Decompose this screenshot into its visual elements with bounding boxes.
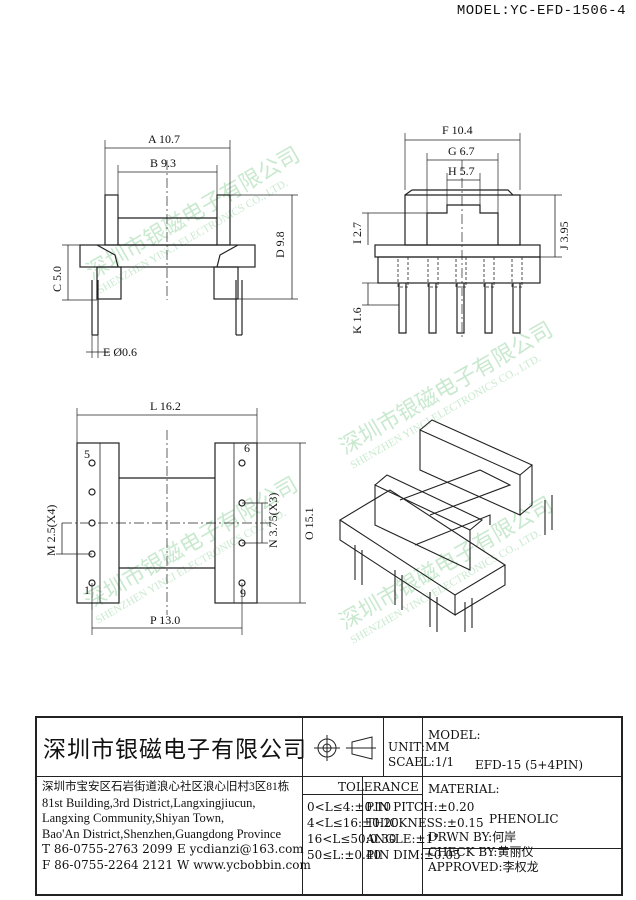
pin-spec-item: PIN DIM:±0.05: [366, 848, 461, 862]
dim-e: E Ø0.6: [103, 345, 137, 359]
model-number: MODEL:YC-EFD-1506-4: [456, 3, 626, 19]
projection-symbol-icon: [310, 728, 380, 768]
dim-l: L 16.2: [150, 399, 181, 413]
pin-label-6: 6: [244, 441, 250, 455]
dim-m: M 2.5(X4): [44, 505, 58, 556]
scale: SCAEL:1/1: [388, 755, 455, 769]
model-label: MODEL:: [428, 728, 481, 742]
dim-h: H 5.7: [448, 164, 475, 178]
watermark-group: 深圳市银磁电子有限公司 SHENZHEN YINCI ELECTRONICS C…: [80, 142, 557, 647]
dim-f: F 10.4: [442, 123, 473, 137]
technical-drawing: 深圳市银磁电子有限公司 SHENZHEN YINCI ELECTRONICS C…: [44, 123, 571, 647]
company-name: 深圳市银磁电子有限公司: [43, 737, 307, 763]
pin-spec-item: ANGLE:±1°: [366, 832, 440, 846]
watermark-cn: 深圳市银磁电子有限公司: [82, 142, 304, 285]
dim-p: P 13.0: [150, 613, 180, 627]
pin-spec-list: PIN PITCH:±0.20 THICKNESS:±0.15 ANGLE:±1…: [366, 799, 484, 863]
checked-by: CHECK BY:黄丽仪: [428, 845, 534, 859]
dim-i: I 2.7: [350, 222, 364, 244]
address-en-line2: Langxing Community,Shiyan Town,: [42, 811, 225, 825]
tolerance-title: TOLERANCE: [338, 780, 419, 794]
isometric-view: [338, 419, 553, 632]
dim-k: K 1.6: [350, 307, 364, 334]
side-view: F 10.4 G 6.7 H 5.7 I 2.7 J 3.95 K 1.6: [350, 123, 571, 340]
tolerance-item: 50≤L:±0.40: [307, 848, 382, 862]
watermark-en: SHENZHEN YINCI ELECTRONICS CO., LTD.: [349, 352, 544, 471]
address-en-line1: 81st Building,3rd District,Langxingjiucu…: [42, 795, 256, 810]
tolerance-item: 4<L≤16:±0.20: [307, 816, 399, 830]
watermark-cn: 深圳市银磁电子有限公司: [335, 492, 557, 635]
dim-n: N 3.75(X3): [266, 493, 280, 548]
fax: F 86-0755-2264 2121: [42, 858, 173, 872]
drawn-by: DRWN BY:何岸: [428, 830, 517, 844]
dim-c: C 5.0: [50, 266, 64, 292]
front-view: A 10.7 B 9.3 D 9.8 C 5.0 E Ø0.6: [50, 132, 298, 359]
dim-o: O 15.1: [302, 507, 316, 540]
dim-g: G 6.7: [448, 144, 475, 158]
plan-view: L 16.2 P 13.0 M 2.5(X4) N 3.75(X3) O 15.…: [44, 399, 316, 635]
tolerance-item: 0<L≤4:±0.10: [307, 800, 392, 814]
dim-a: A 10.7: [148, 132, 180, 146]
dim-d: D 9.8: [273, 231, 287, 258]
telephone: T 86-0755-2763 2099: [42, 842, 173, 856]
material-value: PHENOLIC: [489, 812, 559, 826]
material-label: MATERIAL:: [428, 782, 500, 796]
pin-spec-item: THICKNESS:±0.15: [366, 816, 484, 830]
tolerance-item: 16<L≤50:0.30: [307, 832, 397, 846]
address-en-line3: Bao'An District,Shenzhen,Guangdong Provi…: [42, 826, 282, 841]
dim-b: B 9.3: [150, 156, 176, 170]
dim-j: J 3.95: [557, 221, 571, 250]
title-block: 深圳市银磁电子有限公司 UNIT:MM SCAEL:1/1 MODEL: EFD…: [35, 716, 623, 896]
website: W www.ycbobbin.com: [177, 858, 311, 872]
email: E ycdianzi@163.com: [177, 842, 304, 856]
approved-by: APPROVED:李权龙: [428, 860, 539, 874]
unit: UNIT:MM: [388, 740, 450, 754]
address-block: 深圳市宝安区石岩街道浪心社区浪心旧村3区81栋 81st Building,3r…: [42, 780, 300, 842]
pin-label-5: 5: [84, 447, 90, 461]
pin-spec-item: PIN PITCH:±0.20: [366, 800, 475, 814]
pin-label-1: 1: [84, 583, 90, 597]
model-value: EFD-15 (5+4PIN): [475, 758, 584, 772]
watermark-cn: 深圳市银磁电子有限公司: [335, 317, 557, 460]
signature-block: DRWN BY:何岸 CHECK BY:黄丽仪 APPROVED:李权龙: [428, 830, 539, 875]
address-cn: 深圳市宝安区石岩街道浪心社区浪心旧村3区81栋: [42, 781, 290, 793]
pin-label-9: 9: [240, 586, 246, 600]
tolerance-list: 0<L≤4:±0.10 4<L≤16:±0.20 16<L≤50:0.30 50…: [307, 799, 399, 863]
watermark-en: SHENZHEN YINCI ELECTRONICS CO., LTD.: [94, 507, 289, 626]
